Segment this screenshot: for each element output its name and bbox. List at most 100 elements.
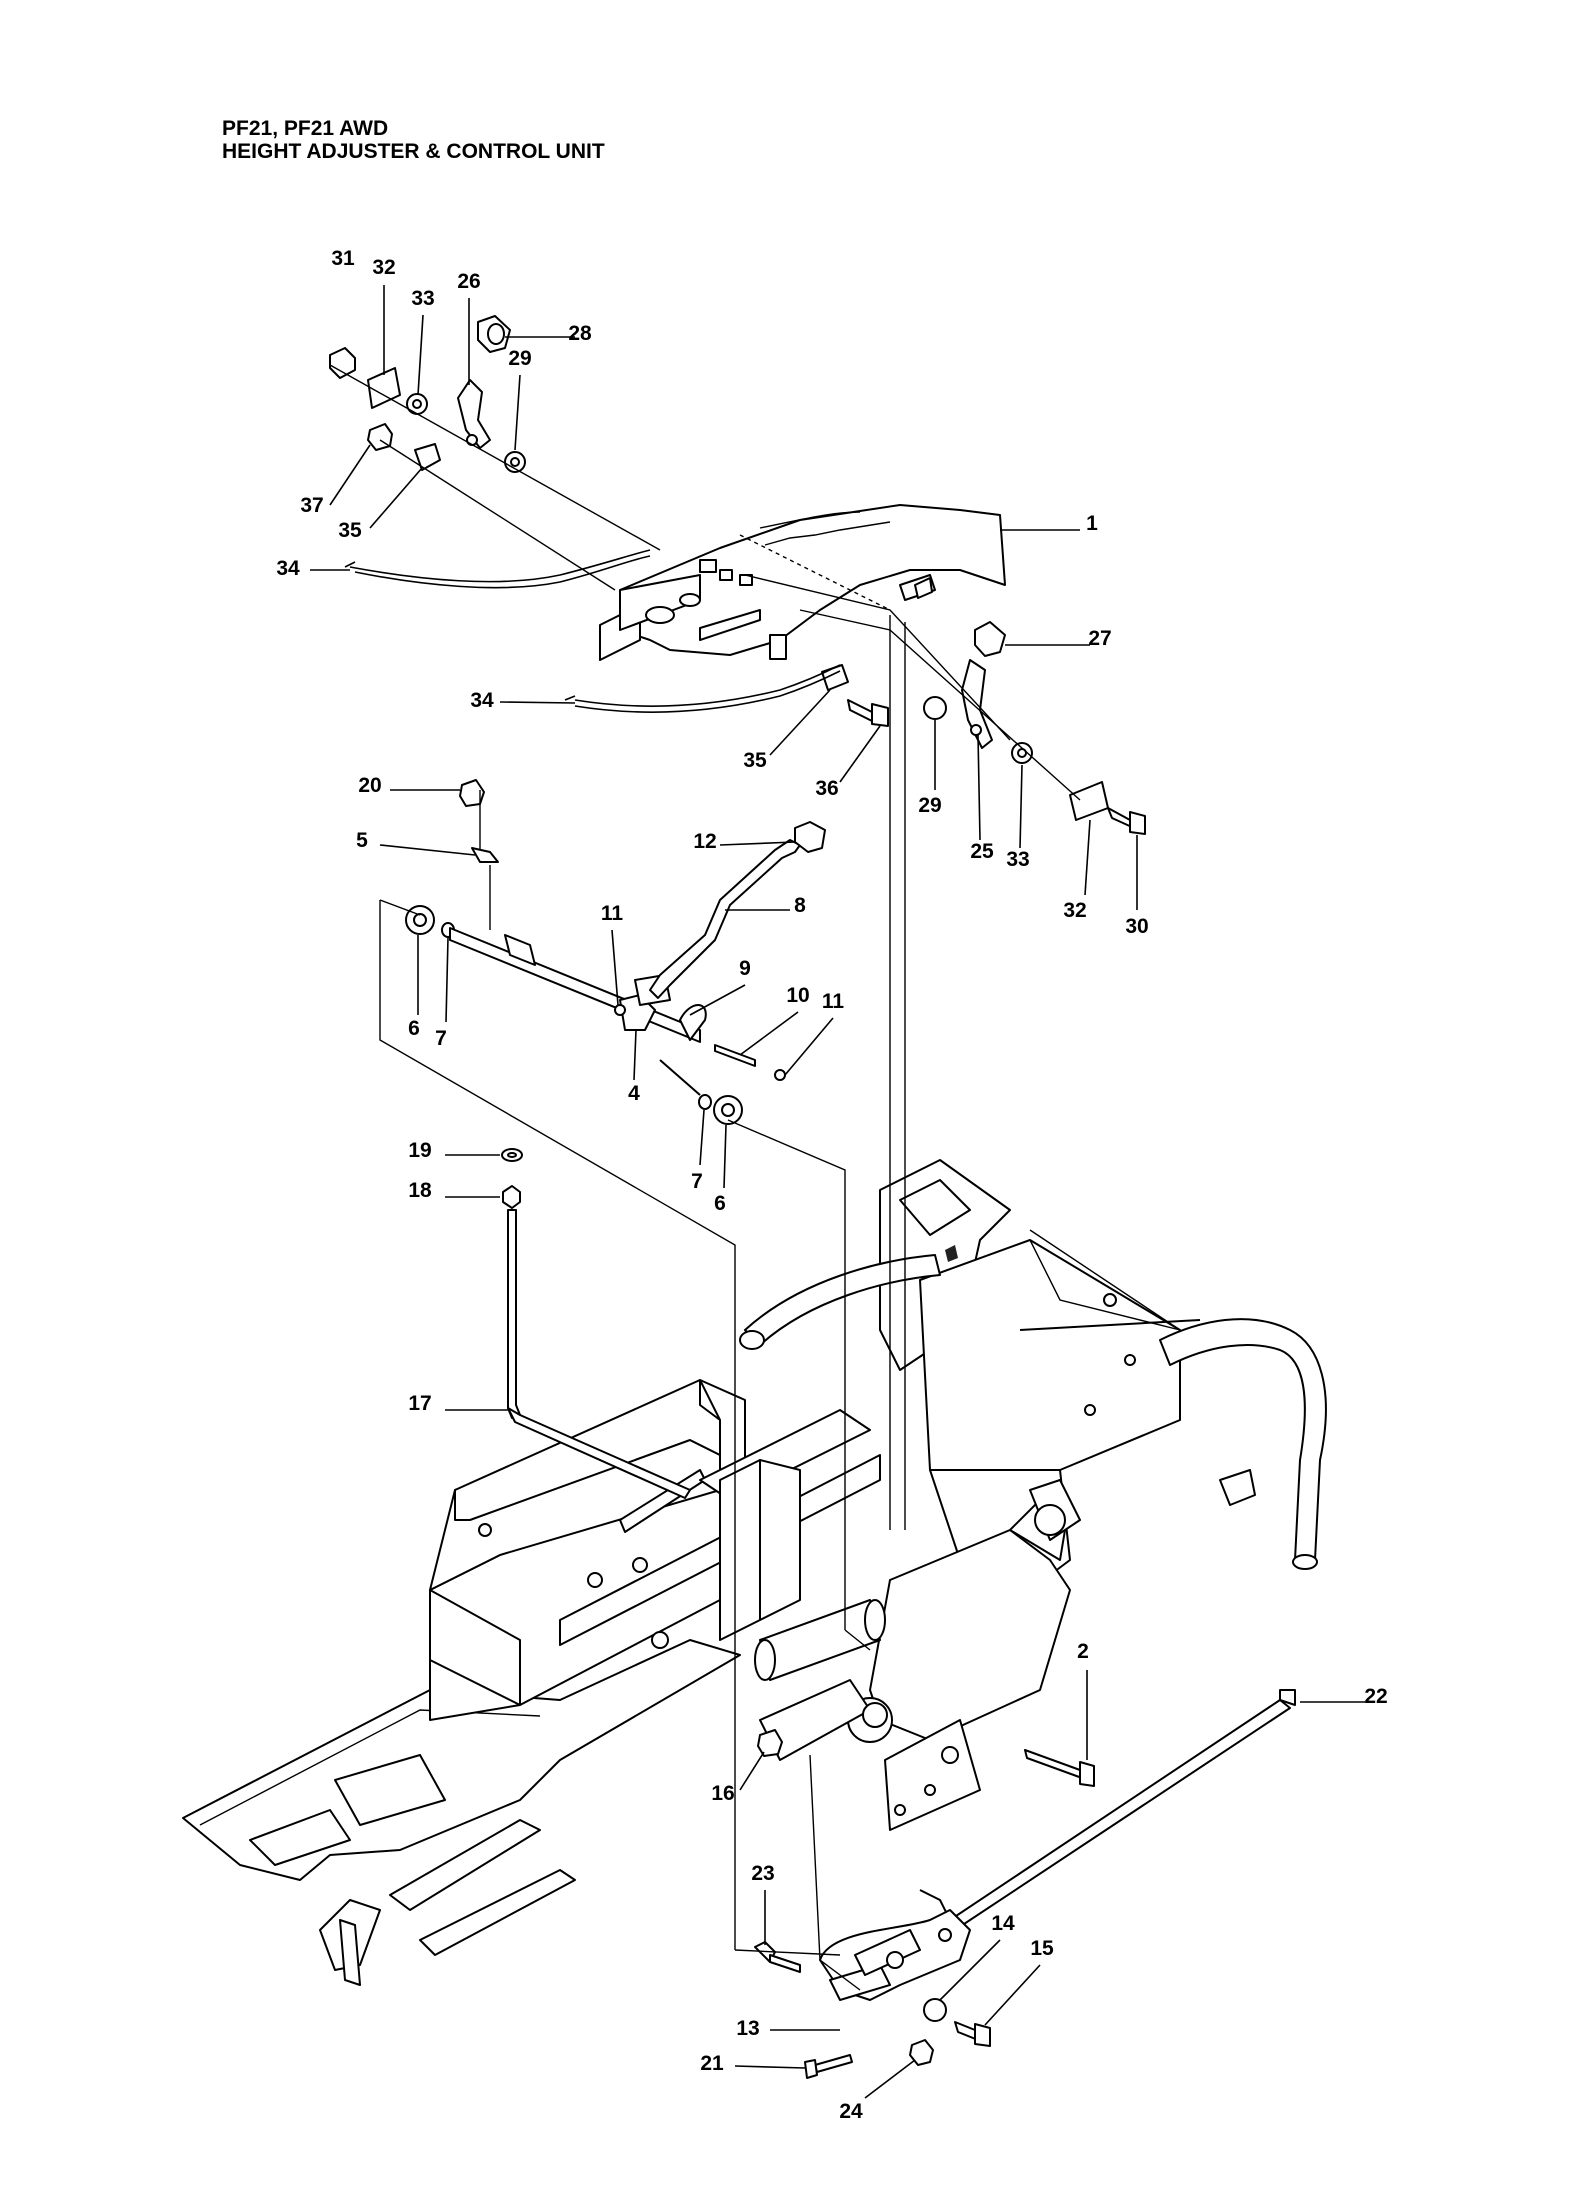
- callout-leader-line: [734, 2065, 806, 2069]
- callout-c26: 26: [457, 270, 481, 385]
- callout-leader-line: [514, 374, 521, 451]
- callout-c21: 21: [700, 2052, 806, 2075]
- callout-number: 33: [411, 287, 434, 310]
- callout-c5: 5: [356, 829, 476, 856]
- callout-c19: 19: [408, 1139, 500, 1162]
- callout-c10: 10: [739, 984, 810, 1056]
- callout-c32b: 32: [1063, 819, 1091, 922]
- callout-leader-line: [611, 929, 619, 1006]
- callout-number: 31: [331, 247, 355, 270]
- callout-number: 35: [338, 519, 362, 542]
- callout-number: 29: [508, 347, 531, 370]
- callout-c1: 1: [1000, 512, 1098, 535]
- callout-leader-line: [977, 734, 981, 841]
- callout-number: 33: [1006, 848, 1029, 871]
- callout-number: 2: [1077, 1640, 1089, 1663]
- callout-leader-line: [739, 1011, 799, 1056]
- callout-number: 12: [693, 830, 716, 853]
- top-hardware: [329, 315, 1146, 835]
- callout-leader-line: [719, 841, 796, 846]
- callout-c22: 22: [1300, 1685, 1388, 1708]
- callout-c13: 13: [736, 2017, 840, 2040]
- callout-number: 15: [1030, 1937, 1054, 1960]
- callout-c2: 2: [1077, 1640, 1089, 1760]
- callout-c11a: 11: [601, 902, 623, 1006]
- rod-17: [501, 1148, 691, 1499]
- callout-c16: 16: [711, 1751, 765, 1805]
- callout-c30: 30: [1125, 835, 1149, 938]
- callout-leader-line: [329, 444, 371, 506]
- callout-number: 26: [457, 270, 480, 293]
- callout-c17: 17: [408, 1392, 508, 1415]
- callout-number: 36: [815, 777, 838, 800]
- callout-c33b: 33: [1006, 764, 1030, 871]
- callout-leader-line: [445, 937, 449, 1023]
- callout-c34a: 34: [276, 557, 350, 580]
- callout-number: 16: [711, 1782, 734, 1805]
- callout-leader-line: [984, 1964, 1041, 2026]
- shaft-assembly-4: [405, 779, 826, 1125]
- callout-leader-line: [699, 1109, 705, 1166]
- callout-number: 18: [408, 1179, 432, 1202]
- callout-number: 7: [691, 1170, 703, 1193]
- callout-leader-line: [689, 984, 746, 1016]
- callout-c6a: 6: [408, 935, 420, 1040]
- cables-34: [344, 549, 841, 713]
- callout-c34b: 34: [470, 689, 576, 712]
- callout-number: 5: [356, 829, 368, 852]
- callout-leader-line: [723, 1124, 727, 1189]
- callout-c6b: 6: [714, 1124, 727, 1215]
- pedal-assembly-13: [819, 1909, 971, 2001]
- callout-c24: 24: [839, 2059, 916, 2123]
- callout-c15: 15: [984, 1937, 1054, 2026]
- callout-c33a: 33: [411, 287, 435, 396]
- callout-c7a: 7: [435, 937, 449, 1050]
- rod-22: [919, 1689, 1296, 1929]
- callout-c14: 14: [939, 1912, 1015, 2001]
- callout-number: 1: [1086, 512, 1098, 535]
- callout-c29a: 29: [508, 347, 532, 451]
- callout-c36: 36: [815, 725, 881, 800]
- section-title: HEIGHT ADJUSTER & CONTROL UNIT: [222, 140, 605, 163]
- chassis-frame: [182, 1159, 1181, 1986]
- callout-c37: 37: [300, 444, 371, 517]
- callout-c27: 27: [1005, 627, 1112, 650]
- callout-number: 34: [276, 557, 300, 580]
- callout-number: 17: [408, 1392, 431, 1415]
- callout-c25: 25: [970, 734, 994, 863]
- callout-number: 9: [739, 957, 751, 980]
- callout-leader-line: [864, 2059, 916, 2099]
- callout-c35a: 35: [338, 467, 423, 542]
- callout-c20: 20: [358, 774, 460, 797]
- callout-number: 13: [736, 2017, 759, 2040]
- callout-number: 4: [628, 1082, 640, 1105]
- model-title: PF21, PF21 AWD: [222, 117, 389, 140]
- callout-number: 37: [300, 494, 323, 517]
- callout-number: 25: [970, 840, 994, 863]
- callout-number: 21: [700, 2052, 724, 2075]
- callout-number: 29: [918, 794, 941, 817]
- callout-number: 7: [435, 1027, 447, 1050]
- control-cover-1: [599, 504, 1006, 661]
- assembly-guide-lines: [329, 364, 1181, 1991]
- callout-number: 24: [839, 2100, 863, 2123]
- callout-number: 6: [408, 1017, 420, 1040]
- callout-number: 28: [568, 322, 592, 345]
- callout-leader-line: [417, 314, 424, 396]
- callout-leader-line: [739, 1751, 765, 1791]
- callout-c11b: 11: [784, 990, 844, 1076]
- callout-c4: 4: [628, 1029, 640, 1105]
- callout-c32a: 32: [372, 256, 396, 375]
- callout-c31: 31: [331, 247, 355, 270]
- callout-c9: 9: [689, 957, 751, 1016]
- callout-number: 32: [372, 256, 395, 279]
- callout-c7b: 7: [691, 1109, 705, 1193]
- callout-number: 19: [408, 1139, 431, 1162]
- callout-number: 8: [794, 894, 806, 917]
- callout-c8: 8: [725, 894, 806, 917]
- callout-number: 30: [1125, 915, 1148, 938]
- callout-leader-line: [499, 701, 576, 704]
- callout-c35b: 35: [743, 689, 831, 772]
